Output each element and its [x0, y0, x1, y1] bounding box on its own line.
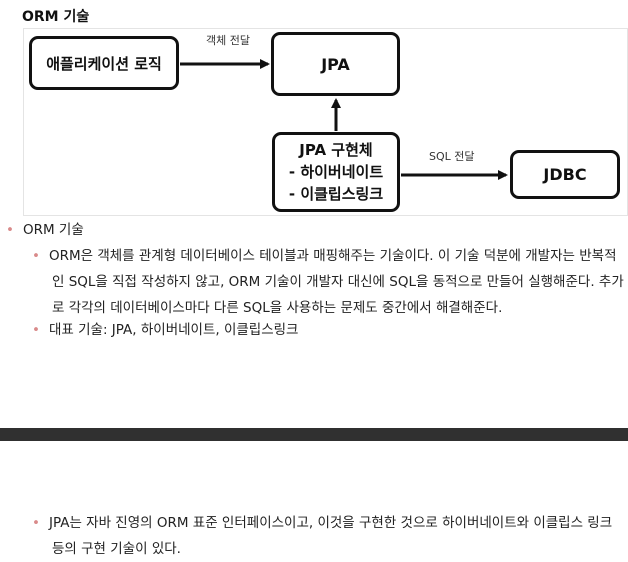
- list-item: • ORM은 객체를 관계형 데이터베이스 테이블과 매핑해주는 기술이다. 이 …: [32, 243, 628, 321]
- jpa-impl-box: JPA 구현체 - 하이버네이트 - 이클립스링크: [272, 132, 400, 212]
- list-item: • JPA는 자바 진영의 ORM 표준 인터페이스이고, 이것을 구현한 것으로…: [32, 510, 628, 562]
- diagram-title: ORM 기술: [22, 9, 90, 25]
- notes-heading: ORM 기술: [22, 222, 84, 238]
- bullet-icon: •: [32, 515, 40, 531]
- list-item: • ORM 기술: [6, 218, 84, 238]
- note-jpa-standard: JPA는 자바 진영의 ORM 표준 인터페이스이고, 이것을 구현한 것으로 …: [48, 515, 613, 557]
- diagram-arrows: [180, 59, 508, 180]
- bullet-icon: •: [32, 322, 40, 338]
- bullet-icon: •: [6, 222, 14, 238]
- section-divider: [0, 428, 628, 441]
- impl-title: JPA 구현체: [299, 141, 373, 159]
- list-item: • 대표 기술: JPA, 하이버네이트, 이클립스링크: [32, 317, 628, 343]
- jdbc-box: JDBC: [510, 150, 620, 199]
- app-logic-box: 애플리케이션 로직: [29, 36, 179, 90]
- impl-hibernate: - 하이버네이트: [288, 163, 384, 181]
- note-representative-tech: 대표 기술: JPA, 하이버네이트, 이클립스링크: [48, 322, 299, 338]
- jpa-box: JPA: [271, 32, 400, 96]
- orm-diagram: 객체 전달 SQL 전달 애플리케이션 로직 JPA JPA 구현체 - 하이버…: [23, 28, 628, 216]
- note-orm-definition: ORM은 객체를 관계형 데이터베이스 테이블과 매핑해주는 기술이다. 이 기…: [48, 248, 624, 316]
- impl-eclipselink: - 이클립스링크: [288, 185, 384, 203]
- edge-label-sql: SQL 전달: [429, 150, 475, 163]
- edge-label-object: 객체 전달: [206, 34, 250, 47]
- bullet-icon: •: [32, 248, 40, 264]
